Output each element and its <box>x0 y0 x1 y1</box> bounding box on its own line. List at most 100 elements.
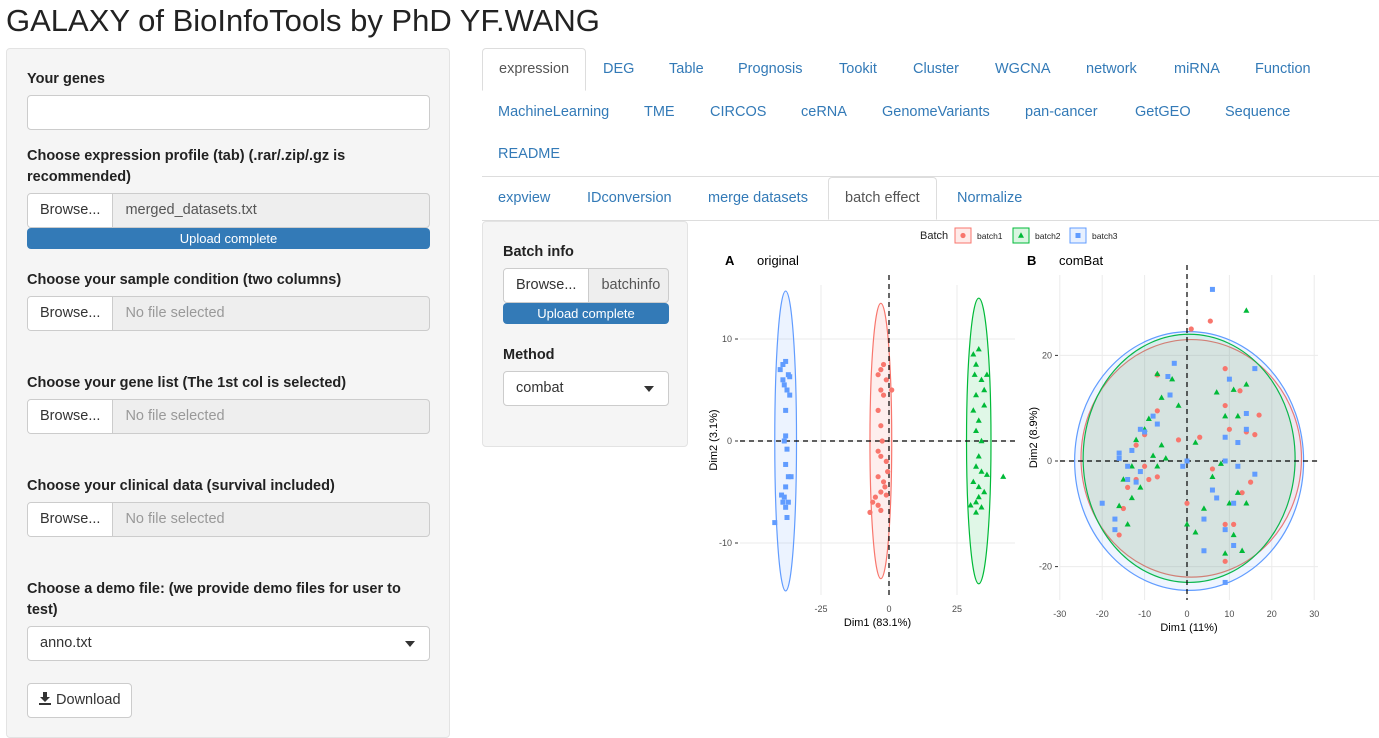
tab-readme[interactable]: README <box>498 146 561 162</box>
point-batch1 <box>878 507 884 513</box>
subtab-merge-datasets[interactable]: merge datasets <box>708 190 808 206</box>
subtab-batch-effect[interactable]: batch effect <box>828 177 937 220</box>
point-batch3 <box>783 358 789 364</box>
subtab-normalize[interactable]: Normalize <box>957 190 1023 206</box>
point-batch3 <box>1235 463 1241 469</box>
point-batch1 <box>1184 500 1190 506</box>
point-batch1 <box>1231 521 1237 527</box>
tab-tme[interactable]: TME <box>644 104 675 120</box>
point-batch2 <box>1145 415 1152 421</box>
tab-circos[interactable]: CIRCOS <box>710 104 767 120</box>
point-batch3 <box>1116 450 1122 456</box>
point-batch1 <box>1239 490 1245 496</box>
point-batch1 <box>880 479 887 485</box>
point-batch1 <box>1154 408 1160 414</box>
point-batch3 <box>1222 579 1228 585</box>
batch-file-input[interactable]: Browse... batchinfo <box>503 268 669 303</box>
point-batch3 <box>1180 463 1186 469</box>
cond-browse-button[interactable]: Browse... <box>28 297 114 330</box>
download-label: Download <box>56 692 121 708</box>
point-batch2 <box>981 402 988 408</box>
point-batch2 <box>1222 550 1229 556</box>
y-axis-label: Dim2 (8.9%) <box>1028 407 1040 468</box>
point-batch1 <box>878 489 884 495</box>
tab-tookit[interactable]: Tookit <box>839 61 877 77</box>
subtab-expview[interactable]: expview <box>498 190 551 206</box>
point-batch2 <box>1162 455 1169 461</box>
tab-machinelearning[interactable]: MachineLearning <box>498 104 610 120</box>
point-batch3 <box>779 492 785 498</box>
genes-input[interactable] <box>27 95 430 130</box>
download-icon <box>39 692 51 705</box>
point-batch2 <box>1234 412 1241 419</box>
legend-title: Batch <box>920 230 948 242</box>
point-batch2 <box>978 376 985 382</box>
tab-wgcna[interactable]: WGCNA <box>995 61 1051 77</box>
point-batch3 <box>785 499 791 505</box>
point-batch3 <box>1243 426 1249 432</box>
clinical-file-input[interactable]: Browse... No file selected <box>27 502 430 537</box>
tab-cluster[interactable]: Cluster <box>913 61 959 77</box>
tab-genomevariants[interactable]: GenomeVariants <box>882 104 990 120</box>
batch-panel: Batch info Browse... batchinfo Upload co… <box>482 221 688 447</box>
point-batch3 <box>1112 516 1118 522</box>
tab-cerna[interactable]: ceRNA <box>801 104 847 120</box>
tab-prognosis[interactable]: Prognosis <box>738 61 803 77</box>
point-batch2 <box>973 427 980 433</box>
point-batch3 <box>1209 286 1215 292</box>
tab-mirna[interactable]: miRNA <box>1174 61 1220 77</box>
tab-network[interactable]: network <box>1086 61 1137 77</box>
point-batch3 <box>1222 527 1228 533</box>
batch-browse-button[interactable]: Browse... <box>504 269 590 302</box>
tab-pan-cancer[interactable]: pan-cancer <box>1025 104 1098 120</box>
expr-file-input[interactable]: Browse... merged_datasets.txt <box>27 193 430 228</box>
point-batch3 <box>1142 429 1148 435</box>
point-batch2 <box>973 499 980 505</box>
tab-function[interactable]: Function <box>1255 61 1311 77</box>
point-batch3 <box>1133 479 1139 485</box>
point-batch3 <box>1222 458 1228 464</box>
tab-table[interactable]: Table <box>669 61 704 77</box>
point-batch1 <box>1133 442 1139 448</box>
point-batch2 <box>1120 476 1127 482</box>
x-tick-label: 25 <box>952 604 962 614</box>
tab-expression[interactable]: expression <box>482 48 587 91</box>
point-batch3 <box>784 446 790 452</box>
point-batch2 <box>1169 375 1176 382</box>
point-batch1 <box>878 387 884 393</box>
point-batch3 <box>1125 463 1131 469</box>
gene-list-file-input[interactable]: Browse... No file selected <box>27 399 430 434</box>
tab-sequence[interactable]: Sequence <box>1225 104 1291 120</box>
point-batch2 <box>970 351 977 357</box>
point-batch1 <box>1142 463 1148 469</box>
point-batch3 <box>1222 434 1228 440</box>
point-batch3 <box>784 387 790 393</box>
tab-getgeo[interactable]: GetGEO <box>1135 104 1191 120</box>
point-batch2 <box>1230 386 1237 392</box>
point-batch1 <box>882 484 888 490</box>
gene-browse-button[interactable]: Browse... <box>28 400 114 433</box>
point-batch2 <box>971 371 978 377</box>
point-batch3 <box>1231 500 1237 506</box>
point-batch3 <box>1129 447 1135 453</box>
point-batch2 <box>975 453 982 459</box>
point-batch2 <box>973 463 980 469</box>
clinical-browse-button[interactable]: Browse... <box>28 503 114 536</box>
point-batch1 <box>1248 479 1254 485</box>
point-batch1 <box>878 453 884 459</box>
point-batch2 <box>1200 505 1207 511</box>
tab-deg[interactable]: DEG <box>603 61 635 77</box>
method-select[interactable]: combat <box>503 371 669 406</box>
download-button[interactable]: Download <box>27 683 132 718</box>
point-batch3 <box>777 367 783 373</box>
point-batch2 <box>1137 484 1144 490</box>
cond-file-input[interactable]: Browse... No file selected <box>27 296 430 331</box>
sidebar-panel: Your genes Choose expression profile (ta… <box>6 48 450 738</box>
demo-file-select[interactable]: anno.txt <box>27 626 430 661</box>
tabs-divider <box>482 176 1379 177</box>
expr-browse-button[interactable]: Browse... <box>28 194 114 227</box>
subtab-idconversion[interactable]: IDconversion <box>587 190 672 206</box>
point-batch1 <box>1197 434 1203 440</box>
